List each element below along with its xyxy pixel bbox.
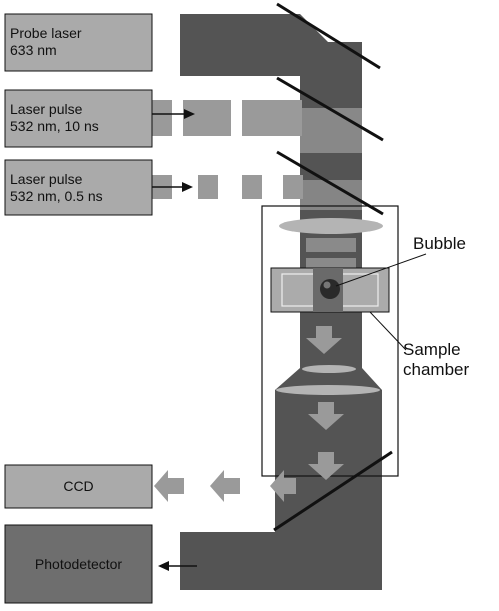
pulse-10ns-arrow bbox=[152, 109, 195, 119]
expander-lens bbox=[276, 385, 380, 395]
probe-laser-label: Probe laser 633 nm bbox=[10, 25, 82, 59]
mirror-3 bbox=[276, 150, 384, 216]
pulse-10ns-line1: Laser pulse bbox=[10, 101, 83, 117]
ccd-box bbox=[4, 464, 153, 509]
bubble-highlight bbox=[323, 281, 331, 289]
ccd-label: CCD bbox=[63, 478, 94, 494]
beam-to-photodetector bbox=[180, 505, 382, 590]
pulse-05ns-label: Laser pulse 532 nm, 0.5 ns bbox=[10, 171, 103, 205]
bubble bbox=[320, 279, 340, 299]
probe-laser-line1: Probe laser bbox=[10, 25, 82, 41]
bubble-callout: Bubble bbox=[413, 234, 466, 253]
pulse-segment-2 bbox=[306, 258, 356, 270]
photodetector-label: Photodetector bbox=[34, 556, 123, 572]
pulse-10ns-label: Laser pulse 532 nm, 10 ns bbox=[10, 101, 99, 135]
mirror-2 bbox=[276, 76, 384, 142]
bubble-callout-line bbox=[335, 253, 427, 287]
photodetector-arrow bbox=[158, 561, 197, 571]
beamsplitter bbox=[273, 450, 393, 532]
mirror-1 bbox=[276, 2, 381, 70]
collimating-lens bbox=[302, 365, 356, 373]
pulse-segment-1 bbox=[306, 238, 356, 252]
photodetector-box bbox=[4, 524, 153, 604]
sample-callout-line2: chamber bbox=[403, 360, 470, 379]
pulse-10ns-beam bbox=[152, 100, 362, 153]
sample-callout-line1: Sample bbox=[403, 340, 461, 359]
sample-chamber-callout: Sample chamber bbox=[403, 340, 469, 380]
sample-callout-line bbox=[369, 311, 407, 351]
pulse-05ns-line2: 532 nm, 0.5 ns bbox=[10, 188, 103, 204]
focusing-lens bbox=[279, 218, 383, 234]
pulse-05ns-beam bbox=[152, 175, 362, 210]
pulse-10ns-line2: 532 nm, 10 ns bbox=[10, 118, 99, 134]
down-arrows bbox=[306, 326, 344, 480]
pulse-05ns-box bbox=[4, 159, 153, 216]
probe-laser-box bbox=[4, 13, 153, 72]
ccd-arrows bbox=[154, 470, 296, 502]
pulse-10ns-box bbox=[4, 89, 153, 148]
pulse-05ns-arrow bbox=[152, 182, 193, 192]
pulse-05ns-line1: Laser pulse bbox=[10, 171, 83, 187]
probe-laser-line2: 633 nm bbox=[10, 42, 57, 58]
